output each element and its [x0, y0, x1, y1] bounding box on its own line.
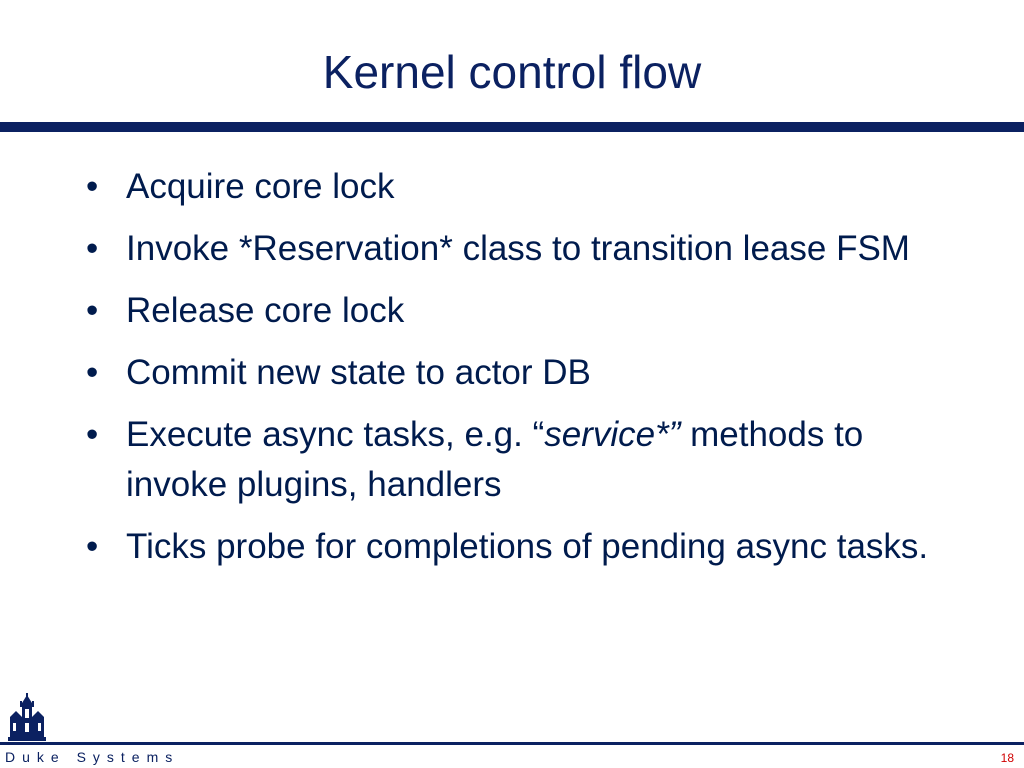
bullet-item-5: • Execute async tasks, e.g. “service*” m…: [80, 410, 960, 510]
slide-title: Kernel control flow: [322, 46, 702, 98]
bullet-text: Ticks probe for completions of pending a…: [126, 527, 929, 566]
footer-brand: Duke Systems: [5, 749, 180, 765]
bullet-dot-icon: •: [86, 229, 99, 268]
bullet-text: Invoke *Reservation* class to transition…: [126, 229, 910, 268]
title-divider: [0, 122, 1024, 132]
bullet-item-6: • Ticks probe for completions of pending…: [80, 522, 960, 572]
bullet-dot-icon: •: [86, 167, 99, 206]
duke-chapel-icon: [8, 693, 46, 741]
bullet-dot-icon: •: [86, 415, 99, 454]
footer-divider: [0, 742, 1024, 745]
bullet-item-1: • Acquire core lock: [80, 162, 960, 212]
bullet-text: Commit new state to actor DB: [126, 353, 591, 392]
bullet-text: Release core lock: [126, 291, 405, 330]
bullet-dot-icon: •: [86, 291, 99, 330]
bullet-text: Acquire core lock: [126, 167, 395, 206]
page-number: 18: [1000, 751, 1014, 765]
bullet-item-2: • Invoke *Reservation* class to transiti…: [80, 224, 960, 274]
bullet-text-emphasis: service*”: [544, 415, 681, 454]
bullet-text-post: methods to invoke plugins, handlers: [126, 415, 864, 504]
bullet-dot-icon: •: [86, 527, 99, 566]
bullet-text-pre: Execute async tasks, e.g. “: [126, 415, 545, 454]
bullet-item-4: • Commit new state to actor DB: [80, 348, 960, 398]
bullet-item-3: • Release core lock: [80, 286, 960, 336]
bullet-list: • Acquire core lock • Invoke *Reservatio…: [80, 162, 960, 584]
bullet-dot-icon: •: [86, 353, 99, 392]
